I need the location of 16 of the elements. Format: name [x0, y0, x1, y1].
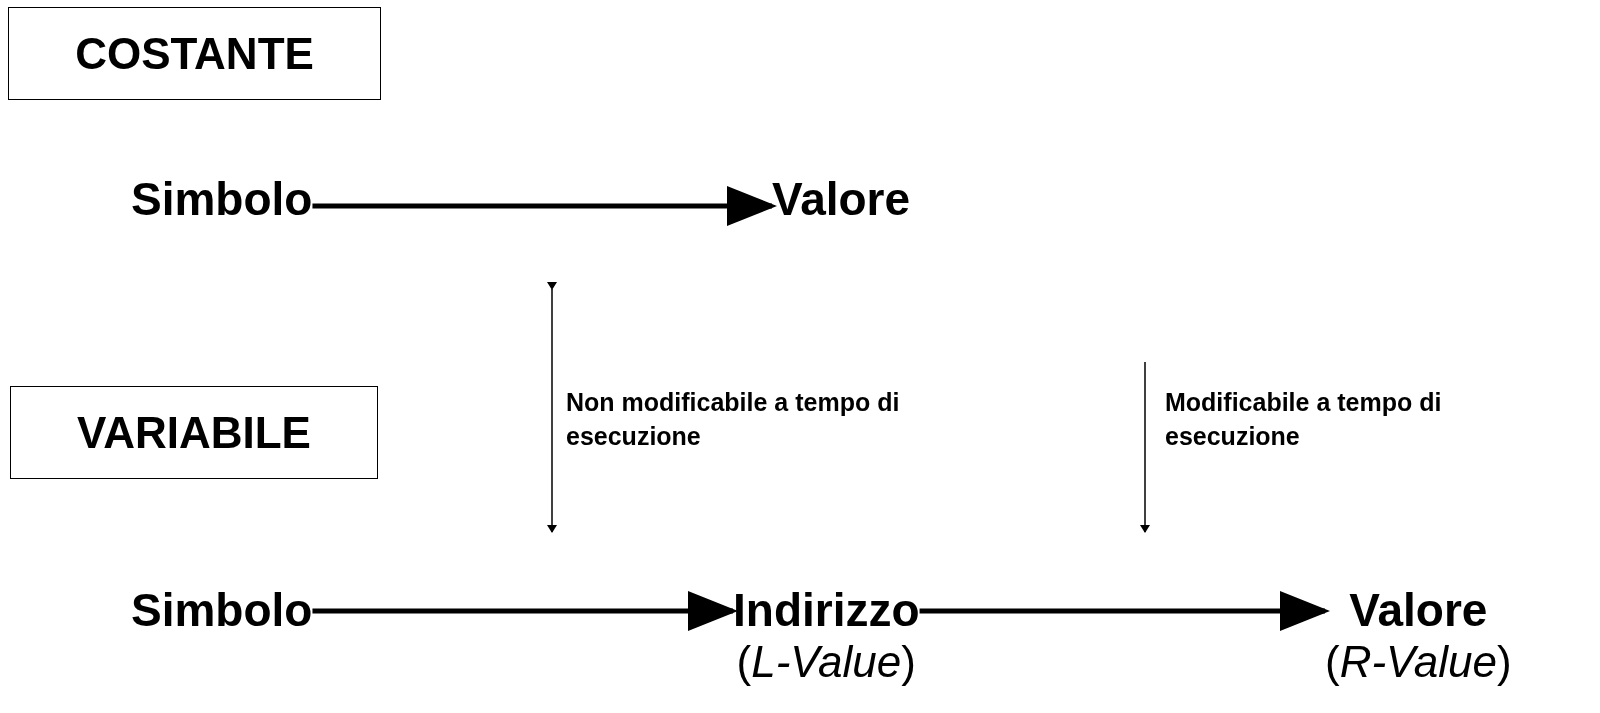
term-label: Simbolo [131, 173, 313, 225]
label-box [8, 7, 381, 100]
box-title: VARIABILE [77, 407, 311, 458]
arrow [312, 591, 738, 631]
term-label: Simbolo [131, 584, 313, 636]
note-text: Non modificabile a tempo di esecuzione [566, 387, 901, 452]
term-label: Indirizzo [733, 584, 920, 636]
term-label: Valore [1348, 584, 1489, 636]
label-box [10, 386, 378, 479]
term-subtitle: (L-Value) [735, 636, 917, 688]
term-label: Valore [772, 173, 911, 225]
arrow [919, 591, 1330, 631]
arrow [312, 186, 777, 226]
term-subtitle: (R-Value) [1325, 636, 1512, 688]
note-text: Modificabile a tempo di esecuzione [1165, 387, 1443, 452]
box-title: COSTANTE [75, 28, 314, 79]
